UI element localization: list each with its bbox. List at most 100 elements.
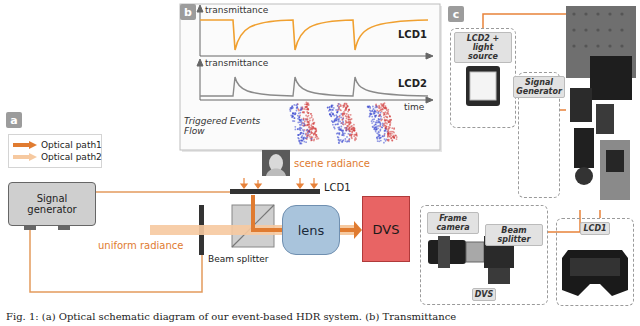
event-dot [342,120,344,122]
connector-nub [58,226,70,230]
event-dot [309,117,311,119]
event-dot [389,115,391,117]
event-dot [375,123,377,125]
setup-photo [584,44,587,47]
event-dot [345,140,347,142]
event-dot [301,109,303,111]
event-dot [290,107,292,109]
event-dot [313,134,315,136]
event-dot [339,132,341,134]
event-dot [376,128,378,130]
event-dot [332,109,334,111]
event-dot [349,129,351,131]
event-dot [386,123,388,125]
event-dot [350,119,352,121]
event-dot [342,140,344,142]
event-dot [308,136,310,138]
transmittance-curve [200,20,428,96]
event-dot [308,115,310,117]
event-dot [340,105,342,107]
setup-photo [575,167,593,185]
event-dot [297,108,299,110]
event-dot [387,133,389,135]
event-dot [385,116,387,118]
event-dot [371,122,373,124]
event-dot [388,139,390,141]
event-dot [388,113,390,115]
event-dot [384,123,386,125]
event-dot [307,134,309,136]
event-dot [351,128,353,130]
leader-line [599,210,601,218]
camera-drawing [438,236,450,268]
event-dot [349,127,351,129]
event-dot [303,111,305,113]
event-dot [337,127,339,129]
event-dot [299,133,301,135]
event-dot [354,128,356,130]
event-dot [340,122,342,124]
event-dot [308,131,310,133]
legend-bar [13,143,30,147]
event-dot [298,116,300,118]
event-dot [334,124,336,126]
event-dot [308,122,310,124]
event-dot [370,112,372,114]
event-dot [380,106,382,108]
event-dot [356,133,358,135]
event-dot [336,111,338,113]
event-dot [375,131,377,133]
setup-photo [590,56,632,100]
event-dot [297,128,299,130]
transmittance-curve [200,20,428,50]
event-dot [379,114,381,116]
lcd-goggles [570,258,620,276]
event-dot [316,138,318,140]
signal-wire [30,226,202,292]
event-dot [372,126,374,128]
legend-text: Optical path2 [41,152,102,162]
event-dot [308,126,310,128]
event-dot [299,119,301,121]
event-dot [383,114,385,116]
event-dot [348,119,350,121]
event-dot [391,127,393,129]
radiance-arrows [311,184,317,188]
event-dot [367,106,369,108]
legend-swatch [13,153,37,161]
event-dot [342,117,344,119]
axis-lines [426,97,433,103]
group-frame: LCD1 [556,218,634,306]
event-dot [329,113,331,115]
event-dot [375,114,377,116]
event-dot [376,122,378,124]
event-dot [382,135,384,137]
setup-photo [584,28,587,31]
event-dot [313,133,315,135]
event-dot [374,110,376,112]
event-dot [385,127,387,129]
event-dot [385,105,387,107]
event-dot [383,112,385,114]
event-dot [338,142,340,144]
event-dot [343,104,345,106]
label-text: LCD1 [398,29,427,41]
event-dot [301,121,303,123]
setup-photo [572,28,575,31]
event-cloud [289,102,398,145]
event-dot [329,113,331,115]
event-dot [342,113,344,115]
event-dot [353,124,355,126]
event-dot [338,139,340,141]
event-dot [372,119,374,121]
event-dot [378,119,380,121]
event-dot [384,138,386,140]
event-dot [306,138,308,140]
camera-drawing [488,268,510,284]
event-dot [337,116,339,118]
event-dot [351,131,353,133]
event-dot [373,108,375,110]
event-dot [310,113,312,115]
event-dot [369,116,371,118]
